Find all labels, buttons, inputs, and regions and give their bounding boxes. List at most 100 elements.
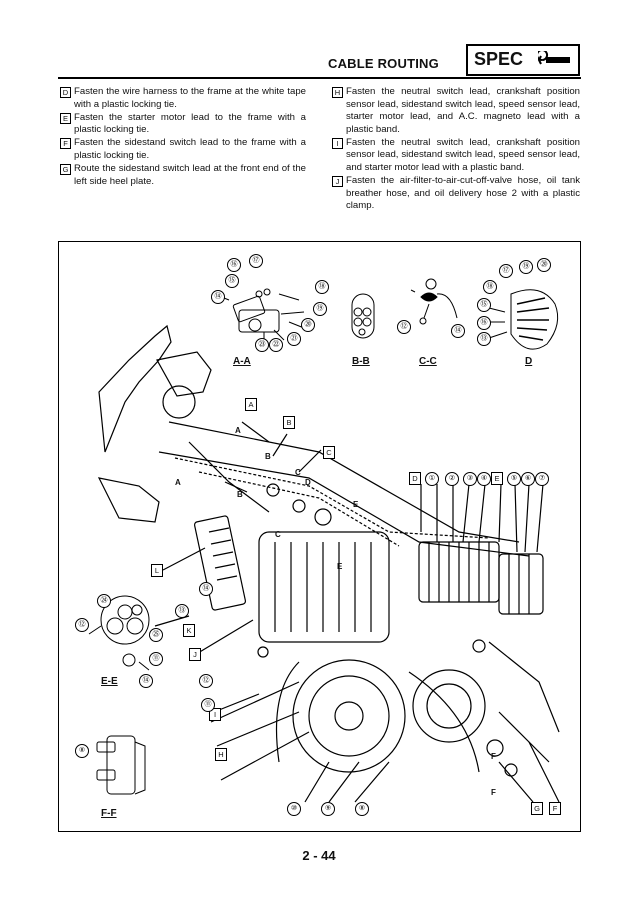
note-text: Fasten the neutral switch lead, cranksha… — [346, 86, 580, 135]
section-letter-d: D — [305, 478, 311, 487]
box-key-c: C — [323, 446, 335, 459]
diagram-artwork — [88, 278, 560, 803]
box-key-h: H — [215, 748, 227, 761]
section-letter-c-bottom: C — [275, 530, 281, 539]
note-text: Fasten the sidestand switch lead to the … — [74, 137, 306, 161]
page-number: 2 - 44 — [302, 848, 336, 863]
callout-16: ⑯ — [227, 258, 241, 272]
callout-4: ④ — [477, 472, 491, 486]
callout-18: ⑱ — [315, 280, 329, 294]
note-key: I — [332, 137, 343, 149]
section-letter-e-bottom: E — [337, 562, 343, 571]
spec-badge-label: SPEC — [474, 49, 524, 69]
box-key-i: I — [209, 708, 221, 721]
callout-8-ff: ⑧ — [75, 744, 89, 758]
section-letter-e-top: E — [353, 500, 359, 509]
note-key: F — [60, 138, 71, 150]
spec-badge: SPEC — [466, 44, 580, 76]
section-letter-f-top: F — [491, 752, 496, 761]
callout-2: ② — [445, 472, 459, 486]
header-rule — [58, 77, 581, 79]
callout-10: ⑩ — [287, 802, 301, 816]
wrench-icon — [538, 51, 570, 65]
callout-12-cc: ⑫ — [397, 320, 411, 334]
note-key: G — [60, 164, 71, 176]
detail-d-drawing — [488, 289, 559, 350]
callout-6: ⑥ — [521, 472, 535, 486]
view-label-d: D — [525, 356, 533, 367]
callout-12-ee: ⑫ — [75, 618, 89, 632]
box-key-d: D — [409, 472, 421, 485]
note-key: H — [332, 87, 343, 98]
callout-12-main: ⑫ — [199, 674, 213, 688]
section-letter-a-bottom: A — [175, 478, 181, 487]
page-header: CABLE ROUTING SPEC — [318, 44, 580, 76]
note-text: Fasten the wire harness to the frame at … — [74, 86, 306, 110]
callout-17: ⑰ — [249, 254, 263, 268]
detail-bb-drawing — [351, 293, 375, 339]
view-label-ff: F-F — [101, 808, 117, 819]
box-key-l: L — [151, 564, 163, 577]
callout-14-ee: ⑭ — [139, 674, 153, 688]
callout-8-main: ⑧ — [355, 802, 369, 816]
box-key-f: F — [549, 802, 561, 815]
box-key-a: A — [245, 398, 257, 411]
note-text: Fasten the starter motor lead to the fra… — [74, 111, 306, 136]
callout-16-d: ⑯ — [477, 316, 491, 330]
view-label-aa: A-A — [233, 356, 251, 367]
view-label-ee: E-E — [101, 676, 118, 687]
detail-ff-drawing — [96, 735, 146, 795]
section-letter-b-bottom: B — [237, 490, 243, 499]
callout-1: ① — [425, 472, 439, 486]
callout-20-d: ⑳ — [537, 258, 551, 272]
callout-19: ⑲ — [313, 302, 327, 316]
view-label-bb: B-B — [352, 356, 370, 367]
main-frame-drawing — [97, 324, 560, 803]
cable-routing-diagram: A-A B-B C-C D E-E F-F ⑯ ⑰ ⑮ ⑭ ⑱ ⑲ ⑳ ㉑ ㉒ … — [58, 241, 581, 832]
note-text: Route the sidestand switch lead at the f… — [74, 163, 306, 187]
callout-24: ㉔ — [97, 594, 111, 608]
callout-22: ㉒ — [269, 338, 283, 352]
section-letter-f-bottom: F — [491, 788, 496, 797]
note-key: D — [60, 87, 71, 98]
section-letter-c-top: C — [295, 468, 301, 477]
callout-14-cc: ⑭ — [451, 324, 465, 338]
box-key-e: E — [491, 472, 503, 485]
callout-19-d: ⑲ — [519, 260, 533, 274]
callout-13-main: ⑬ — [175, 604, 189, 618]
callout-13-d: ⑬ — [477, 332, 491, 346]
note-text: Fasten the air-filter-to-air-cut-off-val… — [346, 175, 580, 212]
box-key-k: K — [183, 624, 195, 637]
callout-21: ㉑ — [287, 332, 301, 346]
callout-11-main: ⑪ — [201, 698, 215, 712]
callout-20: ⑳ — [301, 318, 315, 332]
callout-15: ⑮ — [225, 274, 239, 288]
box-key-b: B — [283, 416, 295, 429]
detail-cc-drawing — [410, 278, 458, 325]
callout-18-d: ⑱ — [483, 280, 497, 294]
box-key-g: G — [531, 802, 543, 815]
callout-5: ⑤ — [507, 472, 521, 486]
callout-14: ⑭ — [211, 290, 225, 304]
callout-11-ee: ⑪ — [149, 652, 163, 666]
callout-7: ⑦ — [535, 472, 549, 486]
callout-23: ㉓ — [255, 338, 269, 352]
note-key: J — [332, 176, 343, 188]
section-letter-b-top: B — [265, 452, 271, 461]
section-letter-a-top: A — [235, 426, 241, 435]
callout-15-d: ⑮ — [477, 298, 491, 312]
callout-17-d: ⑰ — [499, 264, 513, 278]
callout-14-main: ⑭ — [199, 582, 213, 596]
callout-3: ③ — [463, 472, 477, 486]
section-title: CABLE ROUTING — [328, 56, 439, 71]
view-label-cc: C-C — [419, 356, 437, 367]
